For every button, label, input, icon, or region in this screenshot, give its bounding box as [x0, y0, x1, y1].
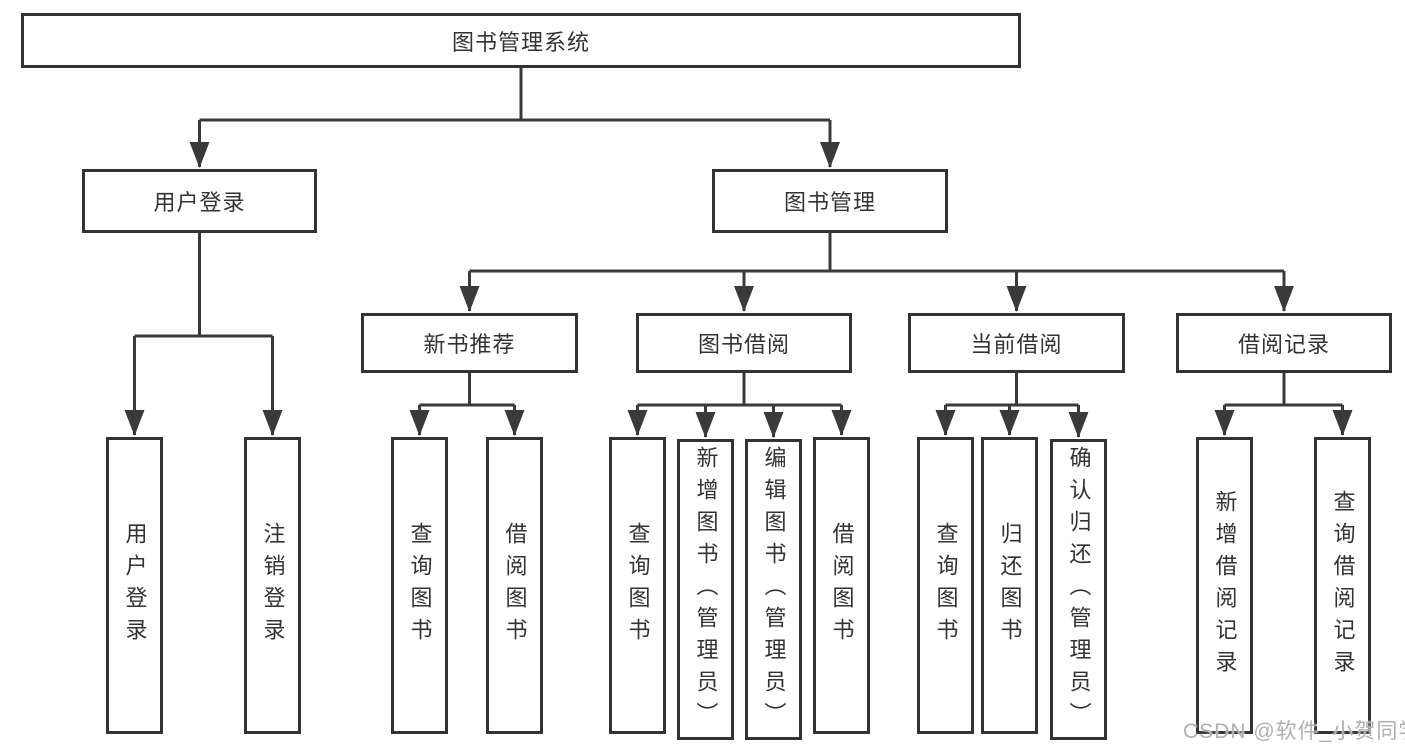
leaf-user-login-label: 用户登录: [122, 521, 148, 650]
node-user-login: 用户登录: [82, 169, 317, 233]
leaf-add-books-admin-label: 新增图书（管理员）: [693, 445, 719, 734]
leaf-add-books-admin: 新增图书（管理员）: [677, 439, 734, 740]
leaf-query-books-borrow: 查询图书: [609, 437, 666, 734]
node-current-borrow-label: 当前借阅: [970, 332, 1063, 357]
tree-arrows: [124, 120, 1353, 438]
leaf-add-borrow-record-label: 新增借阅记录: [1212, 489, 1238, 682]
leaf-confirm-return-admin: 确认归还（管理员）: [1050, 439, 1107, 740]
node-borrow-records: 借阅记录: [1176, 313, 1392, 373]
node-root-label: 图书管理系统: [451, 29, 590, 55]
node-book-management-label: 图书管理: [783, 190, 876, 215]
leaf-edit-books-admin-label: 编辑图书（管理员）: [761, 445, 787, 734]
leaf-query-borrow-record: 查询借阅记录: [1314, 437, 1371, 734]
node-book-borrow-label: 图书借阅: [697, 332, 790, 357]
leaf-borrow-books-borrow-label: 借阅图书: [829, 521, 855, 650]
leaf-add-borrow-record: 新增借阅记录: [1196, 437, 1253, 734]
leaf-borrow-books-recommend: 借阅图书: [486, 437, 543, 734]
leaf-query-books-current-label: 查询图书: [933, 521, 959, 650]
leaf-borrow-books-recommend-label: 借阅图书: [502, 521, 528, 650]
leaf-query-books-current: 查询图书: [917, 437, 974, 734]
leaf-logout-login-label: 注销登录: [260, 521, 286, 650]
leaf-query-books-recommend-label: 查询图书: [407, 521, 433, 650]
leaf-logout-login: 注销登录: [244, 437, 301, 734]
leaf-query-books-borrow-label: 查询图书: [625, 521, 651, 650]
leaf-borrow-books-borrow: 借阅图书: [813, 437, 870, 734]
node-new-book-recommend-label: 新书推荐: [423, 332, 516, 357]
leaf-return-books: 归还图书: [981, 437, 1038, 734]
leaf-confirm-return-admin-label: 确认归还（管理员）: [1066, 445, 1092, 734]
node-new-book-recommend: 新书推荐: [361, 313, 578, 373]
node-current-borrow: 当前借阅: [908, 313, 1125, 373]
tree-rails: [134, 68, 1343, 407]
node-root-system: 图书管理系统: [21, 13, 1021, 68]
leaf-query-borrow-record-label: 查询借阅记录: [1330, 489, 1356, 682]
node-borrow-records-label: 借阅记录: [1237, 332, 1330, 357]
node-book-management: 图书管理: [712, 169, 948, 233]
node-user-login-label: 用户登录: [153, 190, 246, 215]
leaf-edit-books-admin: 编辑图书（管理员）: [745, 439, 802, 740]
node-book-borrow: 图书借阅: [636, 313, 852, 373]
leaf-return-books-label: 归还图书: [997, 521, 1023, 650]
leaf-user-login: 用户登录: [106, 437, 163, 734]
leaf-query-books-recommend: 查询图书: [391, 437, 448, 734]
watermark: CSDN @软件_小贺同学: [1183, 720, 1405, 743]
